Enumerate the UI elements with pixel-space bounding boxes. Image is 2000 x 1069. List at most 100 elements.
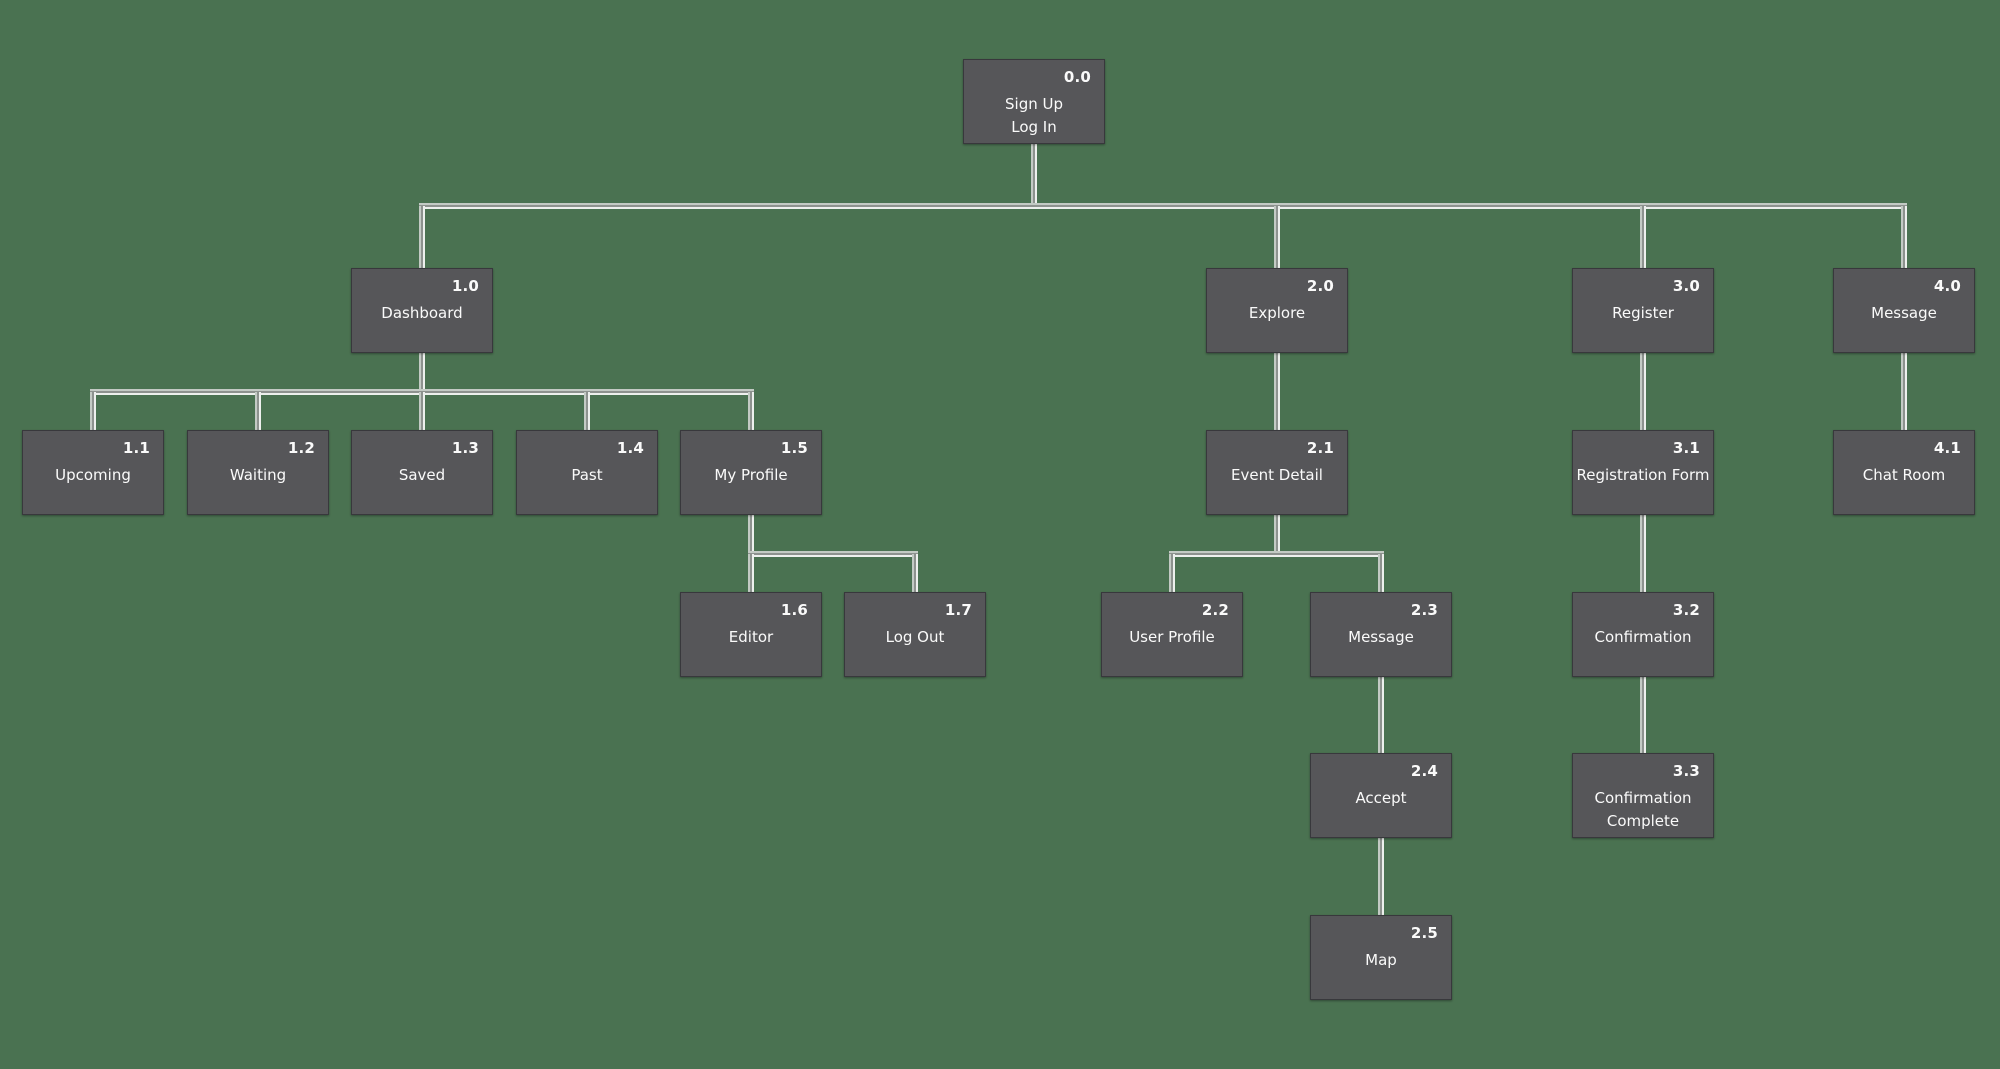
node-label: Message <box>1834 302 1974 325</box>
node-label-line: Map <box>1365 951 1397 969</box>
node-number: 1.6 <box>780 601 808 619</box>
connector-segment <box>1274 206 1280 268</box>
connector-segment <box>912 554 918 592</box>
node-label: Sign Up Log In <box>964 93 1104 139</box>
node-number: 1.5 <box>780 439 808 457</box>
node-label-line: Message <box>1348 628 1414 646</box>
connector-segment <box>748 515 754 554</box>
node-number: 4.1 <box>1933 439 1961 457</box>
node-number: 3.1 <box>1672 439 1700 457</box>
node-label-line: Saved <box>398 466 446 484</box>
connector-segment <box>748 551 918 557</box>
node-number: 2.2 <box>1201 601 1229 619</box>
node-label-line: Past <box>571 466 603 484</box>
node-number: 1.7 <box>944 601 972 619</box>
connector-segment <box>419 353 425 392</box>
connector-segment <box>90 392 96 430</box>
node-label: Dashboard <box>352 302 492 325</box>
node-label: Explore <box>1207 302 1347 325</box>
node-label-line: User Profile <box>1129 628 1215 646</box>
node-label-line: Log Out <box>885 628 945 646</box>
node-label-line: Upcoming <box>55 466 131 484</box>
node-label-line: Sign Up <box>1005 95 1063 113</box>
node-label: Editor <box>681 626 821 649</box>
connector-segment <box>1640 353 1646 430</box>
connector-segment <box>748 392 754 430</box>
node-label: User Profile <box>1102 626 1242 649</box>
sitemap-node-1-5[interactable]: 1.5 My Profile <box>680 430 822 515</box>
node-label: Register <box>1573 302 1713 325</box>
node-number: 2.3 <box>1410 601 1438 619</box>
node-number: 2.5 <box>1410 924 1438 942</box>
connector-segment <box>1378 677 1384 753</box>
node-label-line: Chat Room <box>1862 466 1946 484</box>
node-number: 2.4 <box>1410 762 1438 780</box>
node-label: Confirmation <box>1573 626 1713 649</box>
node-label: Waiting <box>188 464 328 487</box>
connector-segment <box>1031 144 1037 206</box>
node-label-line: Confirmation <box>1594 628 1692 646</box>
node-label: Chat Room <box>1834 464 1974 487</box>
connector-segment <box>1378 554 1384 592</box>
node-number: 0.0 <box>1063 68 1091 86</box>
node-number: 1.2 <box>287 439 315 457</box>
connector-segment <box>255 392 261 430</box>
connector-segment <box>1901 353 1907 430</box>
node-number: 2.1 <box>1306 439 1334 457</box>
connector-segment <box>1640 677 1646 753</box>
connector-segment <box>419 206 425 268</box>
node-label-line: Registration Form <box>1576 466 1710 484</box>
node-label: Past <box>517 464 657 487</box>
node-number: 2.0 <box>1306 277 1334 295</box>
node-label: Log Out <box>845 626 985 649</box>
node-label-line: Register <box>1612 304 1674 322</box>
node-number: 4.0 <box>1933 277 1961 295</box>
node-label-line: Dashboard <box>381 304 463 322</box>
node-label: My Profile <box>681 464 821 487</box>
connector-segment <box>1640 515 1646 592</box>
node-label-line: Complete <box>1606 812 1680 830</box>
connector-segment <box>1169 554 1175 592</box>
node-label: Accept <box>1311 787 1451 810</box>
node-number: 1.3 <box>451 439 479 457</box>
connector-segment <box>1274 515 1280 554</box>
node-label-line: Message <box>1871 304 1937 322</box>
node-label: Registration Form <box>1573 464 1713 487</box>
connector-segment <box>1274 353 1280 430</box>
node-label: Event Detail <box>1207 464 1347 487</box>
connector-segment <box>584 392 590 430</box>
connector-segment <box>1901 206 1907 268</box>
node-label: Saved <box>352 464 492 487</box>
node-label: Map <box>1311 949 1451 972</box>
connector-segment <box>419 203 1907 209</box>
node-number: 3.0 <box>1672 277 1700 295</box>
node-label-line: Accept <box>1355 789 1407 807</box>
node-label: Upcoming <box>23 464 163 487</box>
node-label-line: Log In <box>1011 118 1057 136</box>
node-label-line: Editor <box>728 628 774 646</box>
node-number: 3.3 <box>1672 762 1700 780</box>
node-number: 1.0 <box>451 277 479 295</box>
node-number: 3.2 <box>1672 601 1700 619</box>
